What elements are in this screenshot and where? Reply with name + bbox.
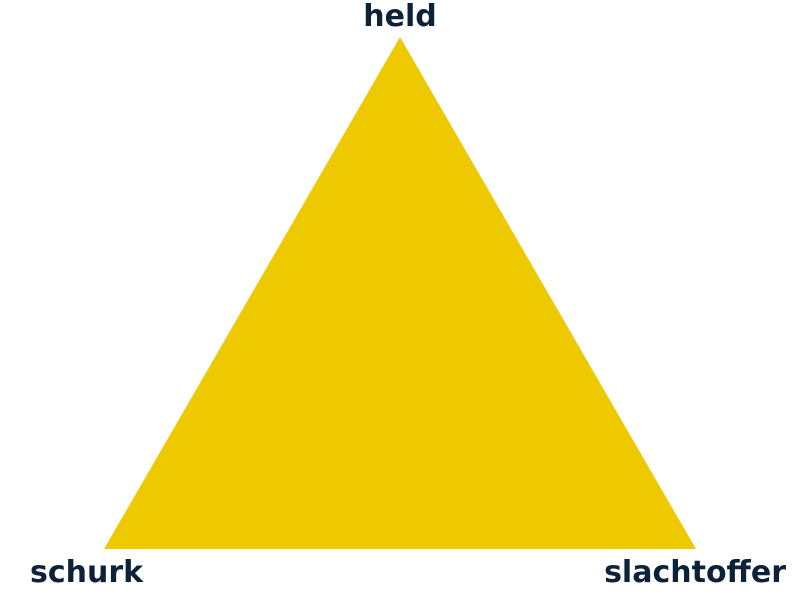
vertex-label-top: held — [363, 0, 437, 34]
vertex-label-bottom-left: schurk — [30, 555, 144, 590]
vertex-label-bottom-right: slachtoffer — [604, 555, 786, 590]
triangle-shape — [104, 37, 696, 549]
